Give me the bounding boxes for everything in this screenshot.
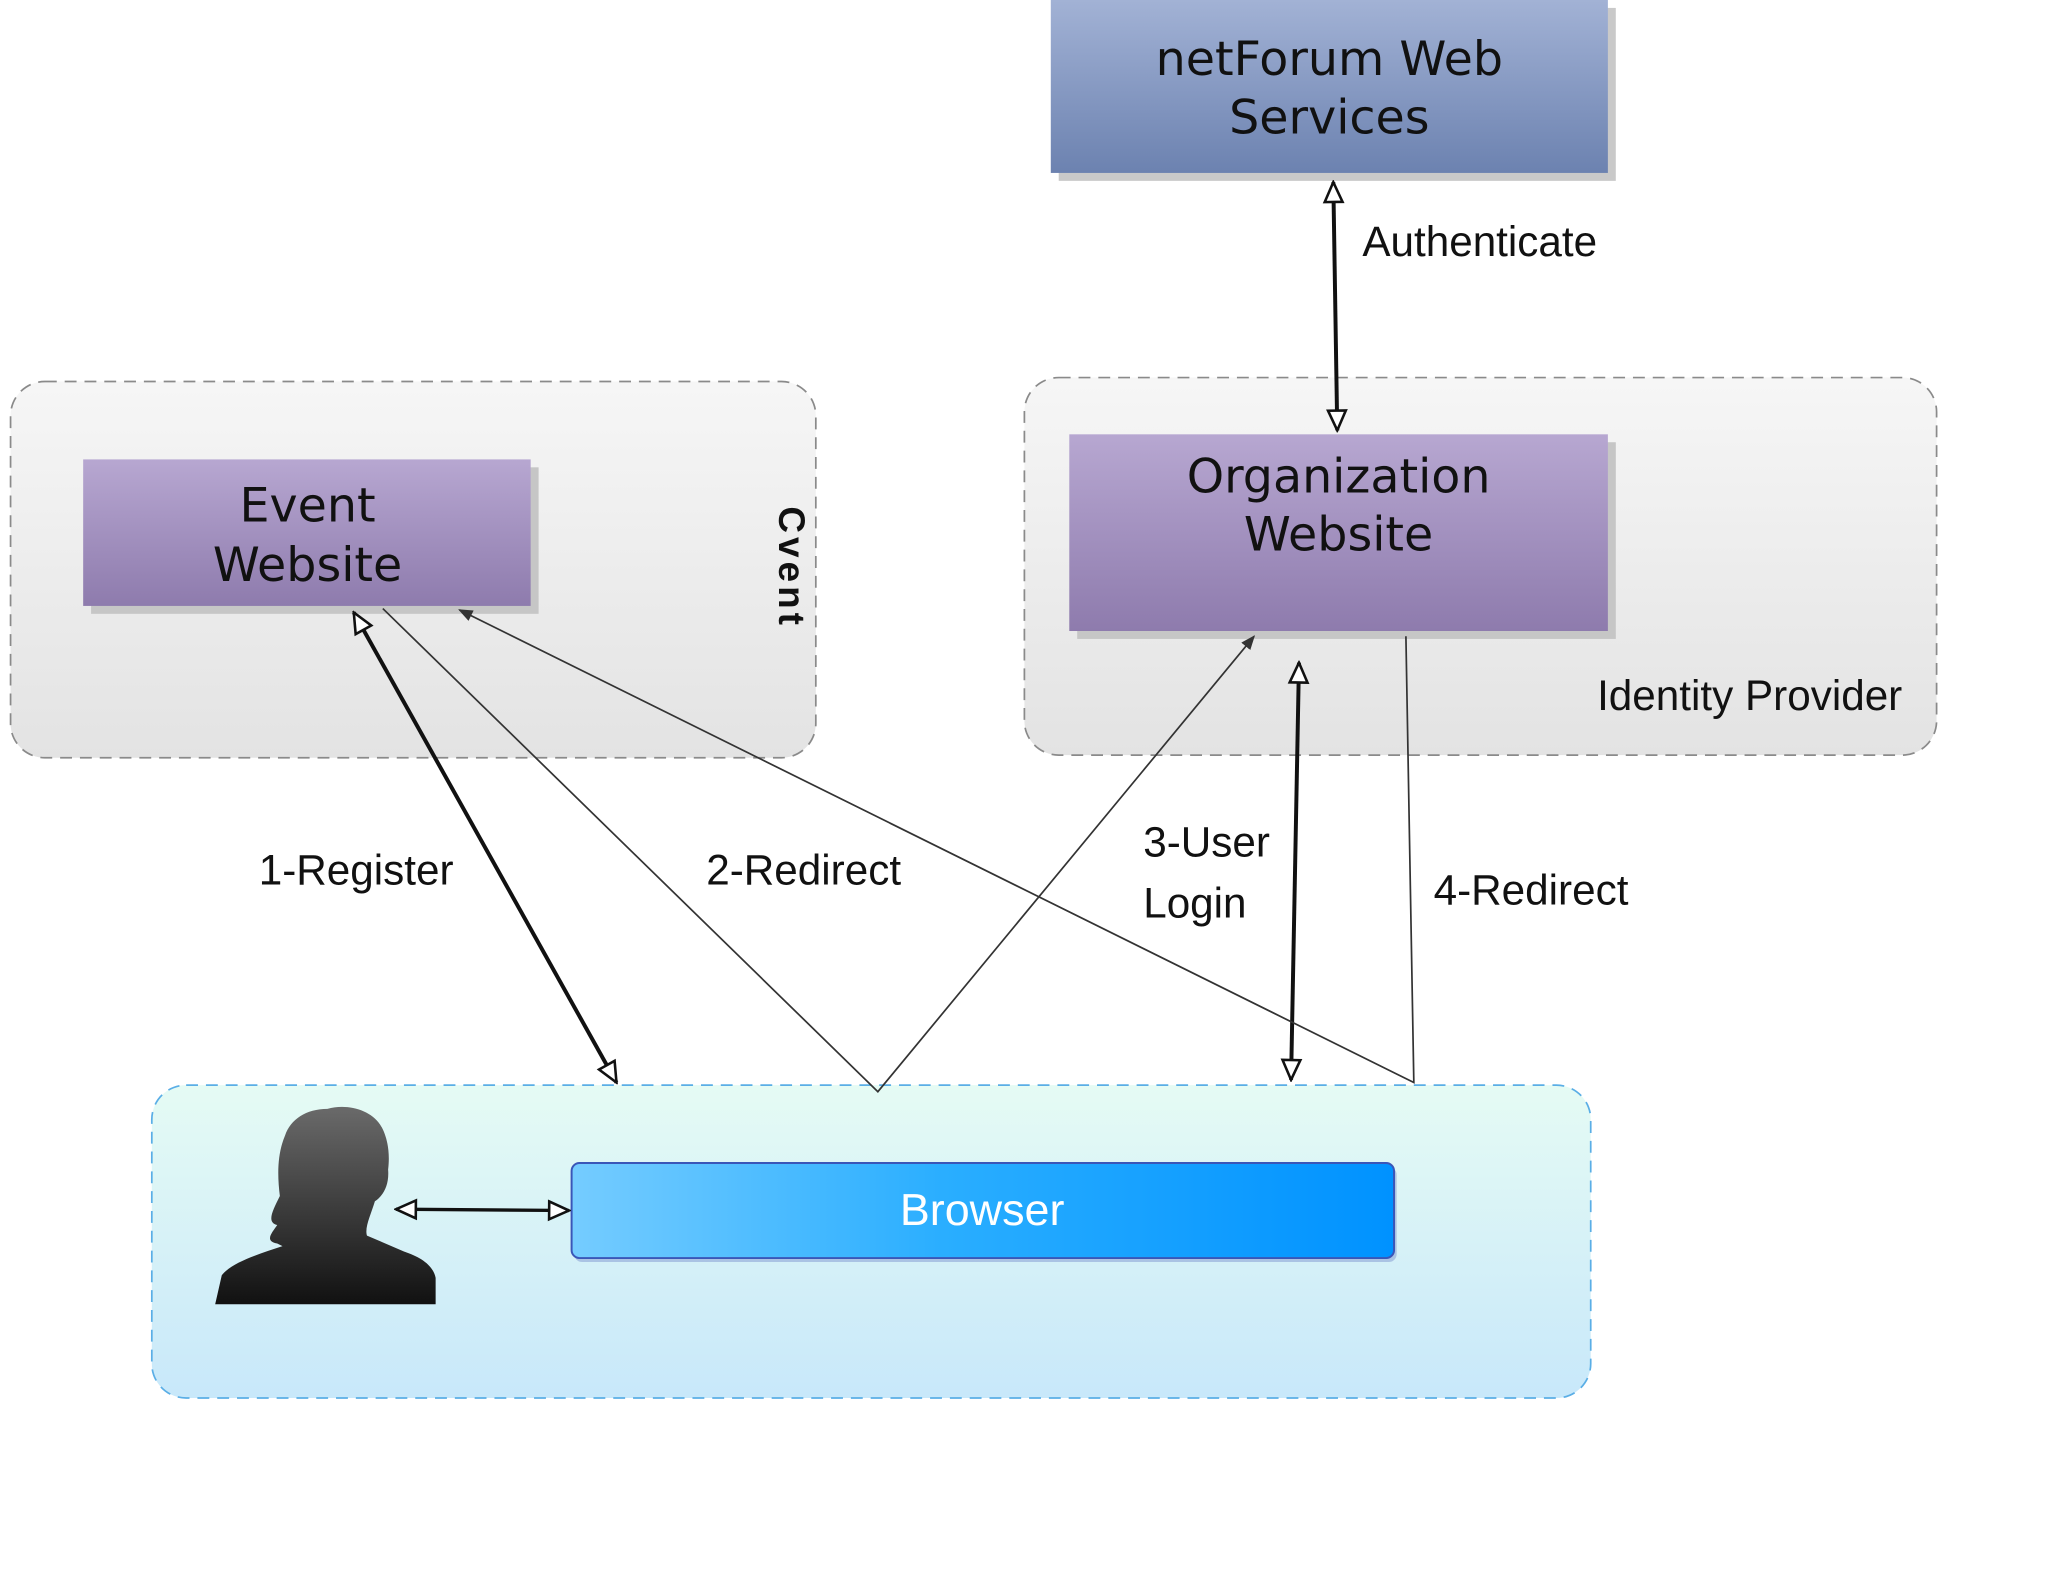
connectors <box>352 182 1415 1210</box>
cvent-label: Cvent <box>771 506 812 628</box>
redirect-2-connector <box>382 607 1256 1093</box>
organization-website-line1: Organization <box>1187 449 1491 504</box>
authenticate-label: Authenticate <box>1362 218 1597 265</box>
netforum-title-line2: Services <box>1229 90 1429 145</box>
organization-website-box: Organization Website <box>1069 434 1616 639</box>
netforum-web-services-box: netForum Web Services <box>1050 0 1616 181</box>
edge-labels: Authenticate 1-Register 2-Redirect 3-Use… <box>259 218 1629 926</box>
user-login-label-line2: Login <box>1143 879 1246 926</box>
user-login-label-line1: 3-User <box>1143 819 1270 866</box>
register-connector <box>352 613 619 1083</box>
register-label: 1-Register <box>259 846 454 893</box>
user-login-connector <box>1291 663 1299 1080</box>
netforum-title-line1: netForum Web <box>1156 32 1503 87</box>
user-browser-connector <box>396 1209 569 1210</box>
organization-website-line2: Website <box>1244 507 1433 562</box>
user-silhouette-icon <box>215 1106 436 1305</box>
browser-bar: Browser <box>570 1162 1397 1263</box>
event-website-box: Event Website <box>83 459 539 614</box>
redirect-4-label: 4-Redirect <box>1434 866 1629 913</box>
event-website-line2: Website <box>213 538 402 593</box>
authenticate-connector <box>1333 182 1337 430</box>
event-website-line1: Event <box>240 478 376 533</box>
identity-provider-label: Identity Provider <box>1597 672 1902 719</box>
redirect-2-label: 2-Redirect <box>706 846 901 893</box>
redirect-4-connector <box>458 609 1415 1084</box>
browser-label: Browser <box>900 1184 1065 1235</box>
